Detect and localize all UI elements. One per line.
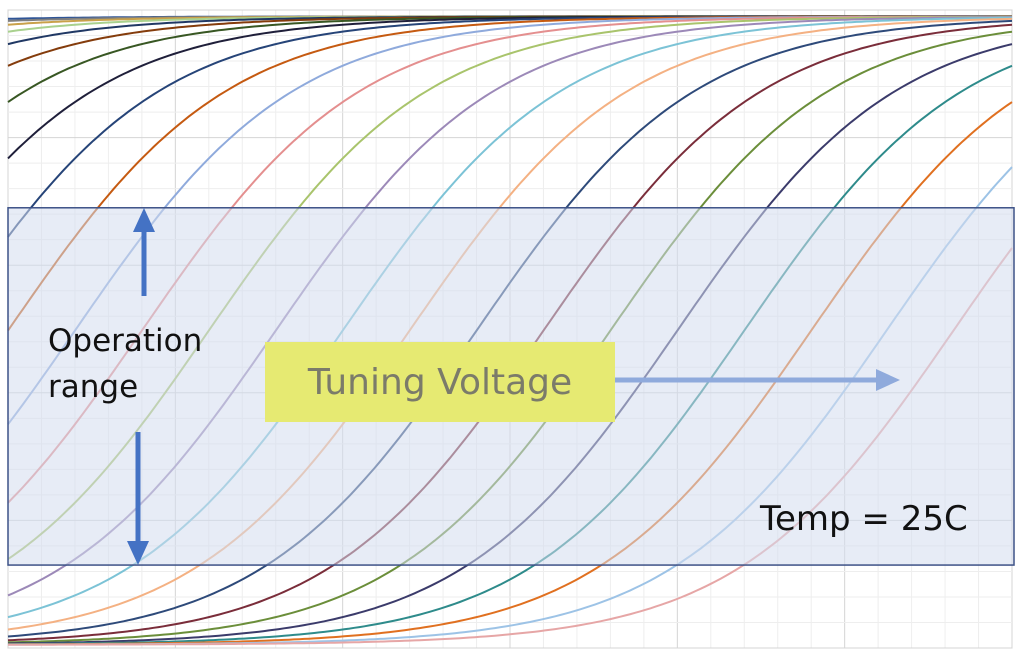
series-curve: [7, 17, 1013, 631]
operation-label-line2: range: [48, 369, 139, 405]
right-arrow: [615, 369, 900, 391]
tuning-voltage-label: Tuning Voltage: [307, 361, 573, 403]
operation-label-line1: Operation: [48, 323, 203, 359]
operation-range-label: Operation range: [48, 318, 202, 410]
up-arrow: [133, 208, 155, 296]
series-curve: [8, 64, 1013, 646]
temperature-label: Temp = 25C: [760, 499, 968, 539]
tuning-voltage-label-box: Tuning Voltage: [265, 342, 615, 422]
down-arrow: [127, 432, 149, 565]
